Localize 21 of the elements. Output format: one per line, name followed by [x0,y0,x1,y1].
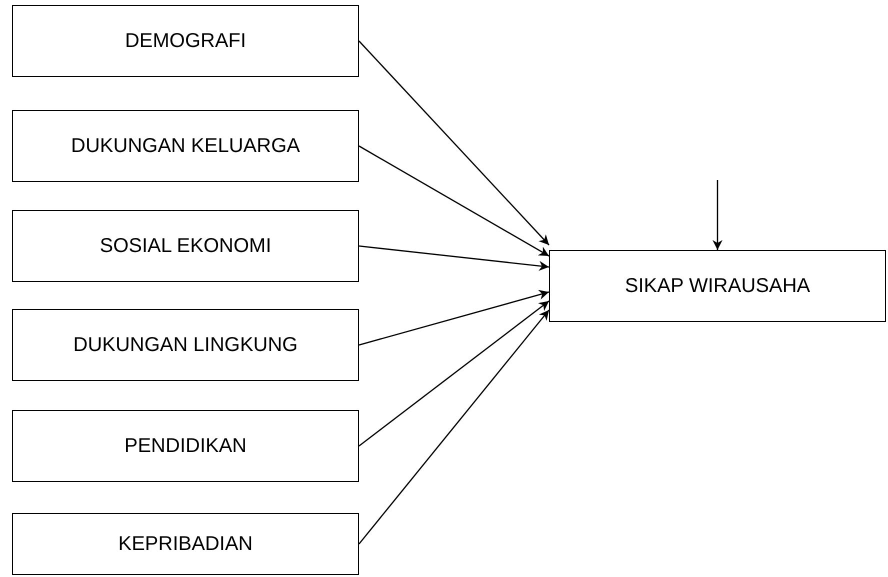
box-label: SOSIAL EKONOMI [100,234,272,259]
box-label: DUKUNGAN LINGKUNG [73,333,298,358]
variable-box [12,210,359,282]
arrow [358,145,550,257]
variable-box [12,513,359,575]
variable-box [12,309,359,381]
arrow [712,180,722,250]
arrow [358,290,550,346]
arrow [358,40,550,246]
arrow [358,245,550,271]
box-label: KEPRIBADIAN [118,532,253,557]
variable-box [12,410,359,482]
box-label: PENDIDIKAN [124,434,247,459]
box-label: SIKAP WIRAUSAHA [624,274,810,299]
arrow [358,300,550,447]
arrow [358,310,550,544]
variable-box [12,5,359,77]
box-label: DUKUNGAN KELUARGA [71,134,300,159]
variable-box [12,110,359,182]
variable-box [549,250,886,322]
box-label: DEMOGRAFI [124,29,246,54]
